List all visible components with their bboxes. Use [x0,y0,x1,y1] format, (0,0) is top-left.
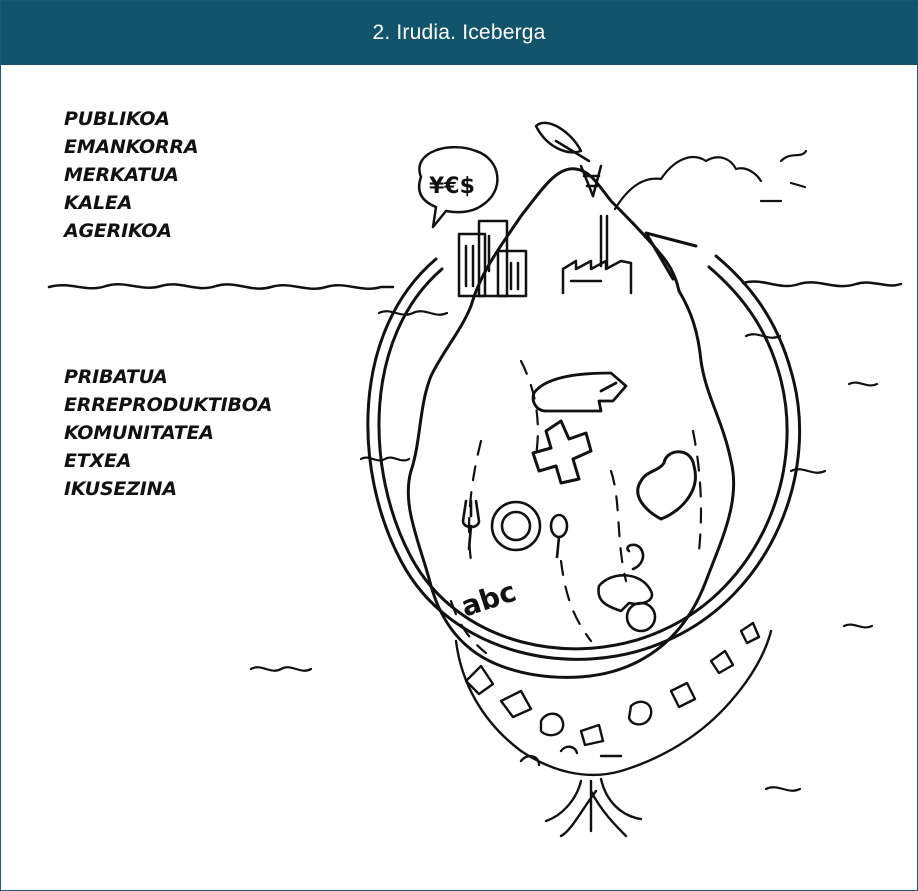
currency-symbols: ¥€$ [429,174,475,199]
iron-icon [531,371,628,413]
iceberg-illustration: ¥€$ [47,121,903,838]
smoke [613,149,808,211]
label-emankorra: EMANKORRA [64,136,199,158]
visible-economy-labels: PUBLIKOA EMANKORRA MERKATUA KALEA AGERIK… [64,105,199,245]
label-pribatua: PRIBATUA [64,366,168,388]
spoon-icon [549,513,569,559]
label-agerikoa: AGERIKOA [64,220,172,242]
satellite-dish-tower [534,121,603,198]
roots [544,777,643,838]
fork-icon [461,499,481,551]
underwater-waves [249,310,879,792]
plate-icon [490,500,542,552]
iceberg-tip [469,167,681,308]
hidden-economy-labels: PRIBATUA ERREPRODUKTIBOA KOMUNITATEA ETX… [64,363,272,503]
money-speech-bubble: ¥€$ [417,146,499,229]
iceberg-base [454,621,773,838]
arrow-head [644,231,698,281]
baby-icon [597,543,657,633]
label-komunitatea: KOMUNITATEA [64,422,214,444]
label-ikusezina: IKUSEZINA [64,478,177,500]
abc-letters: abc [457,575,520,624]
factory [561,214,633,295]
label-erreproduktiboa: ERREPRODUKTIBOA [64,394,273,416]
cycle-arrow [366,231,802,661]
label-publikoa: PUBLIKOA [64,108,170,130]
medical-cross-icon [531,419,593,485]
label-merkatua: MERKATUA [64,164,179,186]
label-kalea: KALEA [64,192,133,214]
iceberg-body [406,289,736,679]
waterline [47,280,903,290]
heart-icon [636,450,697,521]
office-buildings [457,219,528,298]
figure-title: 2. Irudia. Iceberga [1,1,917,65]
label-etxea: ETXEA [64,450,132,472]
